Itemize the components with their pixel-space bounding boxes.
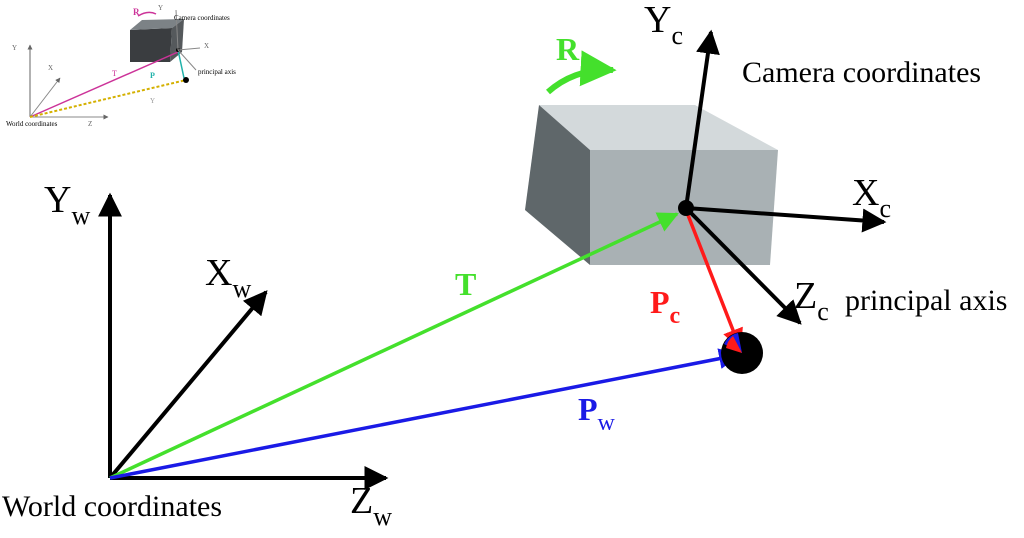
xc-label: Xc (852, 172, 891, 223)
thumb-principal-axis-label: principal axis (198, 68, 236, 76)
xc-axis (685, 206, 887, 233)
camera-coordinates-label: Camera coordinates (742, 56, 981, 89)
thumb-camera-coordinates-label: Camera coordinates (174, 14, 230, 22)
svg-text:P: P (150, 71, 155, 80)
t-label: T (455, 266, 476, 302)
pw-vector (109, 348, 741, 480)
zw-label: Zw (350, 480, 392, 531)
thumb-t-vector (29, 51, 179, 118)
svg-text:R: R (133, 7, 140, 17)
zc-label: Zc (794, 275, 829, 326)
svg-text:Y: Y (158, 4, 163, 12)
svg-text:Y: Y (12, 44, 17, 52)
thumb-world-coordinates-label: World coordinates (6, 120, 58, 128)
t-vector (109, 212, 679, 480)
thumb-cube-side (170, 19, 184, 62)
xw-label: Xw (205, 252, 251, 303)
pc-vector (684, 209, 743, 350)
thumb-pc-vector (177, 49, 185, 79)
yw-label: Yw (44, 179, 90, 230)
svg-text:X: X (48, 64, 53, 72)
svg-text:T: T (112, 69, 117, 78)
svg-text:Z: Z (88, 120, 92, 128)
thumbnail-diagram: R T P Y Y X Z Y X Camera coordinates pri… (4, 2, 254, 132)
camera-cube (525, 105, 778, 265)
camera-center-point (678, 200, 694, 216)
r-label: R (556, 31, 580, 67)
principal-axis-label: principal axis (845, 284, 1007, 317)
world-coordinates-label: World coordinates (2, 490, 222, 523)
yc-label: Yc (644, 0, 683, 50)
xw-axis (108, 290, 268, 480)
yc-axis (684, 29, 720, 209)
pc-label: Pc (650, 284, 681, 329)
zc-axis (684, 206, 802, 325)
world-axes (98, 192, 389, 490)
pw-label: Pw (578, 391, 616, 436)
camera-cube-top-face (539, 105, 778, 150)
thumb-pw-vector (29, 79, 187, 118)
thumb-cube-top (130, 19, 184, 30)
svg-text:Y: Y (150, 97, 155, 105)
svg-text:X: X (204, 42, 209, 50)
camera-axes (684, 29, 887, 325)
camera-cube-side-face (525, 105, 590, 265)
r-rotation-arrow (546, 50, 617, 95)
thumb-cube-front (130, 28, 172, 62)
thumb-r-arrow (137, 11, 157, 17)
